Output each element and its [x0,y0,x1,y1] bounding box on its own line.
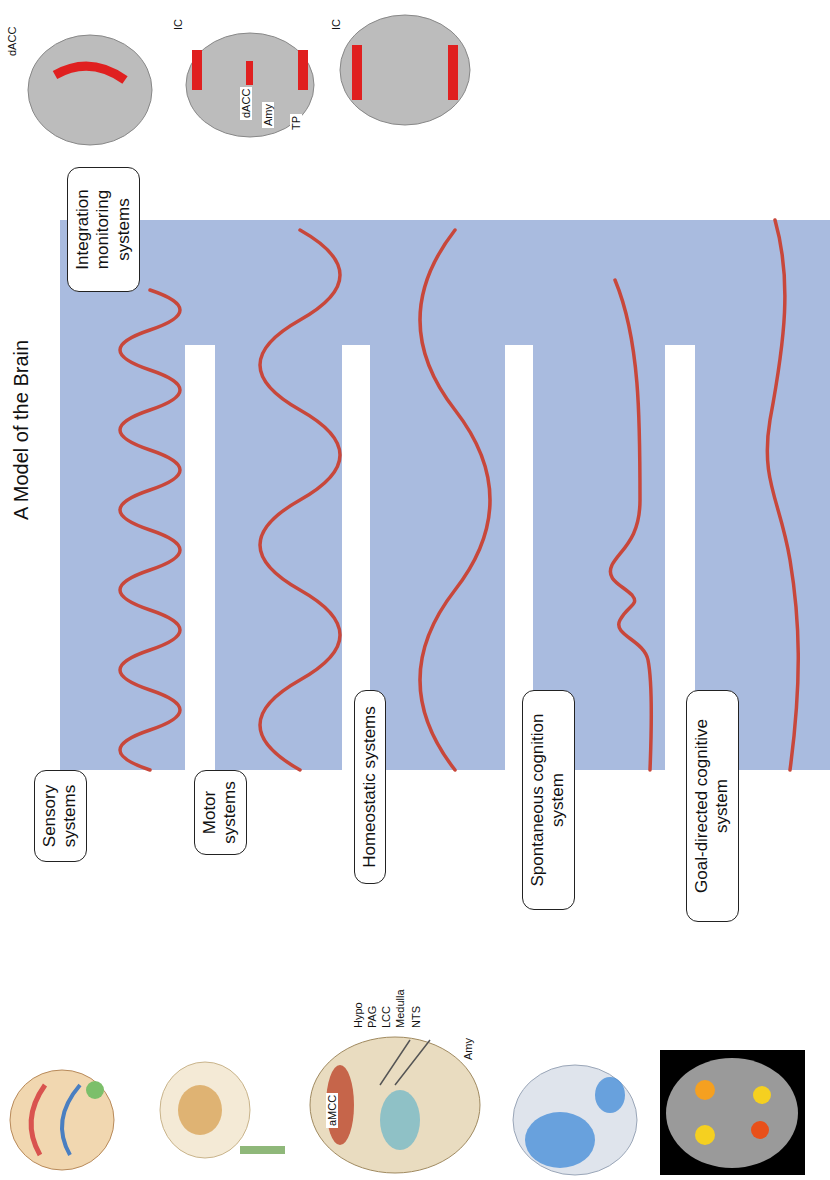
box-label: Goal-directed cognitive system [692,699,733,913]
region-label: Amy [462,1036,474,1062]
homeostatic-anatomy [310,1037,480,1173]
dacc-region [246,61,253,85]
axial-slice [666,1058,798,1168]
box-label: Homeostatic systems [360,699,380,875]
region-label: PAG [366,1004,378,1030]
region-label: TP [290,114,302,132]
sensory-tract [62,1085,80,1155]
sensory-tract [31,1085,45,1155]
region-label: IC [172,17,184,32]
region-label: dACC [6,25,18,58]
system-label-box: Spontaneous cognition system [522,690,575,910]
brain-drawing [160,1062,250,1158]
spontaneous-anatomy [513,1065,637,1175]
organ [86,1081,104,1099]
dmn-region [525,1112,595,1168]
brain-drawing [513,1065,637,1175]
system-label-box: Goal-directed cognitive system [686,690,739,922]
activation [751,1121,769,1139]
region-label: IC [330,17,342,32]
dmn-region [595,1077,625,1113]
region-label: Medulla [394,987,406,1030]
activation [753,1086,771,1104]
activation [695,1125,715,1145]
motor-wave [260,230,340,770]
system-label-box: Integration monitoring systems [67,167,140,292]
box-label: Motor systems [200,779,241,846]
basal-ganglia [178,1085,222,1135]
homeostatic-wave [420,230,490,770]
band-gap [185,345,215,770]
head-drawing [10,1070,114,1170]
system-label-box: Motor systems [194,770,247,855]
amcc-region [326,1065,354,1145]
band-ground [60,220,830,770]
system-label-box: Homeostatic systems [354,690,386,884]
diagram-title: A Model of the Brain [10,340,33,520]
brain-drawing [310,1037,480,1173]
sensory-anatomy [10,1070,114,1170]
pathway-lines [380,1040,430,1085]
activation [695,1080,715,1100]
goal-wave [767,220,798,770]
insula-region [352,45,362,100]
region-label: Hypo [352,1000,364,1030]
box-label: Spontaneous cognition system [528,699,569,901]
region-label: LCC [380,1004,392,1030]
scan-ground [660,1050,805,1175]
box-label: Sensory systems [40,779,81,853]
motor-anatomy [160,1062,285,1158]
region-label: Amy [262,102,274,128]
box-label: Integration monitoring systems [73,176,134,283]
system-label-box: Sensory systems [34,770,87,862]
integration-anatomy [28,15,470,145]
insula-region [192,50,202,90]
dacc-region [55,66,125,80]
region-label: NTS [410,1004,422,1030]
coronal-slice [186,33,314,137]
region-label: aMCC [326,1093,338,1128]
insula-region [448,45,458,100]
spinal-cord [240,1146,285,1154]
waves [120,220,798,770]
goal-anatomy [660,1050,805,1175]
region-label: dACC [240,87,252,120]
spontaneous-wave [610,280,651,770]
insula-region [298,50,308,90]
insula-region [380,1090,420,1150]
sensory-wave [120,290,180,770]
blue-band [60,220,830,770]
axial-slice [340,15,470,125]
sagittal-slice [28,35,152,145]
